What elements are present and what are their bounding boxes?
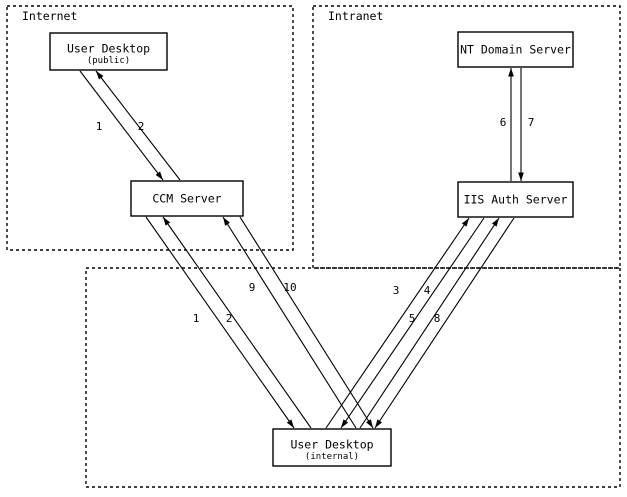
flow-label-flow-9: 9 xyxy=(249,281,256,294)
flow-label-flow-6: 6 xyxy=(500,116,507,129)
node-box-iis-auth-server[interactable] xyxy=(457,181,574,218)
flow-line-flow-2-internal xyxy=(162,216,312,429)
arrowhead-flow-3 xyxy=(461,218,469,227)
node-sublabel-user-desktop-public: (public) xyxy=(87,56,130,66)
flow-arrow-flow-9 xyxy=(222,216,357,429)
flow-line-flow-4 xyxy=(340,217,485,429)
node-label-nt-domain-server: NT Domain Server xyxy=(460,43,571,57)
flow-label-flow-5: 5 xyxy=(409,312,416,325)
flow-arrow-flow-6 xyxy=(508,68,514,181)
flow-label-flow-2-internal: 2 xyxy=(226,312,233,325)
flow-arrow-flow-3 xyxy=(325,217,470,429)
arrowhead-flow-9 xyxy=(223,217,230,226)
node-box-nt-domain-server[interactable] xyxy=(457,31,574,68)
flow-label-flow-3: 3 xyxy=(393,284,400,297)
zone-boundary-internet xyxy=(6,5,294,251)
flow-arrow-flow-1-public xyxy=(79,70,164,181)
node-iis-auth-server[interactable]: IIS Auth Server xyxy=(457,181,574,218)
flow-line-flow-5 xyxy=(359,217,500,429)
flow-label-flow-1-public: 1 xyxy=(96,120,103,133)
node-label-user-desktop-public: User Desktop xyxy=(67,42,150,56)
flow-arrow-flow-2-internal xyxy=(162,216,312,429)
arrowhead-flow-4 xyxy=(341,419,349,428)
arrowhead-flow-8 xyxy=(375,419,383,428)
zone-internal xyxy=(85,267,621,488)
flow-arrow-flow-7 xyxy=(518,68,524,181)
flow-arrow-flow-2-public xyxy=(95,70,181,181)
node-label-user-desktop-internal: User Desktop xyxy=(290,438,373,452)
flow-line-flow-1-public xyxy=(79,70,164,181)
flow-label-flow-10: 10 xyxy=(283,281,296,294)
arrowhead-flow-2-public xyxy=(96,71,104,80)
node-nt-domain-server[interactable]: NT Domain Server xyxy=(457,31,574,68)
flow-line-flow-9 xyxy=(222,216,357,429)
flow-label-flow-2-public: 2 xyxy=(138,120,145,133)
flow-arrow-flow-5 xyxy=(359,217,500,429)
flow-labels-layer: 1 2 1 2 9 10 6 7 3 4 5 8 xyxy=(96,116,535,325)
node-box-user-desktop-public[interactable] xyxy=(49,32,168,71)
flow-arrow-flow-10 xyxy=(239,216,374,429)
node-label-iis-auth-server: IIS Auth Server xyxy=(464,193,568,207)
node-box-ccm-server[interactable] xyxy=(130,180,244,217)
arrowhead-flow-1-internal xyxy=(286,419,294,428)
flow-label-flow-8: 8 xyxy=(434,312,441,325)
flow-line-flow-2-public xyxy=(95,70,181,181)
node-label-ccm-server: CCM Server xyxy=(152,192,221,206)
flow-line-flow-8 xyxy=(374,217,515,429)
node-ccm-server[interactable]: CCM Server xyxy=(130,180,244,217)
flows-layer xyxy=(79,68,524,429)
node-user-desktop-internal[interactable]: User Desktop(internal) xyxy=(272,428,392,467)
zone-boundary-internal xyxy=(85,267,621,488)
arrowhead-flow-1-public xyxy=(155,171,163,180)
zone-label-intranet: Intranet xyxy=(328,9,383,23)
node-sublabel-user-desktop-internal: (internal) xyxy=(305,452,359,462)
flow-label-flow-4: 4 xyxy=(424,284,431,297)
flow-arrow-flow-4 xyxy=(340,217,485,429)
arrowhead-flow-10 xyxy=(366,419,373,428)
flow-line-flow-1-internal xyxy=(145,216,295,429)
node-user-desktop-public[interactable]: User Desktop(public) xyxy=(49,32,168,71)
zone-label-internet: Internet xyxy=(22,9,77,23)
flow-label-flow-7: 7 xyxy=(528,116,535,129)
node-box-user-desktop-internal[interactable] xyxy=(272,428,392,467)
flow-label-flow-1-internal: 1 xyxy=(193,312,200,325)
flow-arrow-flow-1-internal xyxy=(145,216,295,429)
arrowhead-flow-5 xyxy=(491,218,499,227)
arrowhead-flow-7 xyxy=(518,172,524,181)
flow-arrow-flow-8 xyxy=(374,217,515,429)
flow-line-flow-3 xyxy=(325,217,470,429)
arrowhead-flow-2-internal xyxy=(163,217,171,226)
zone-internet: Internet xyxy=(6,5,294,251)
flow-line-flow-10 xyxy=(239,216,374,429)
arrowhead-flow-6 xyxy=(508,68,514,77)
